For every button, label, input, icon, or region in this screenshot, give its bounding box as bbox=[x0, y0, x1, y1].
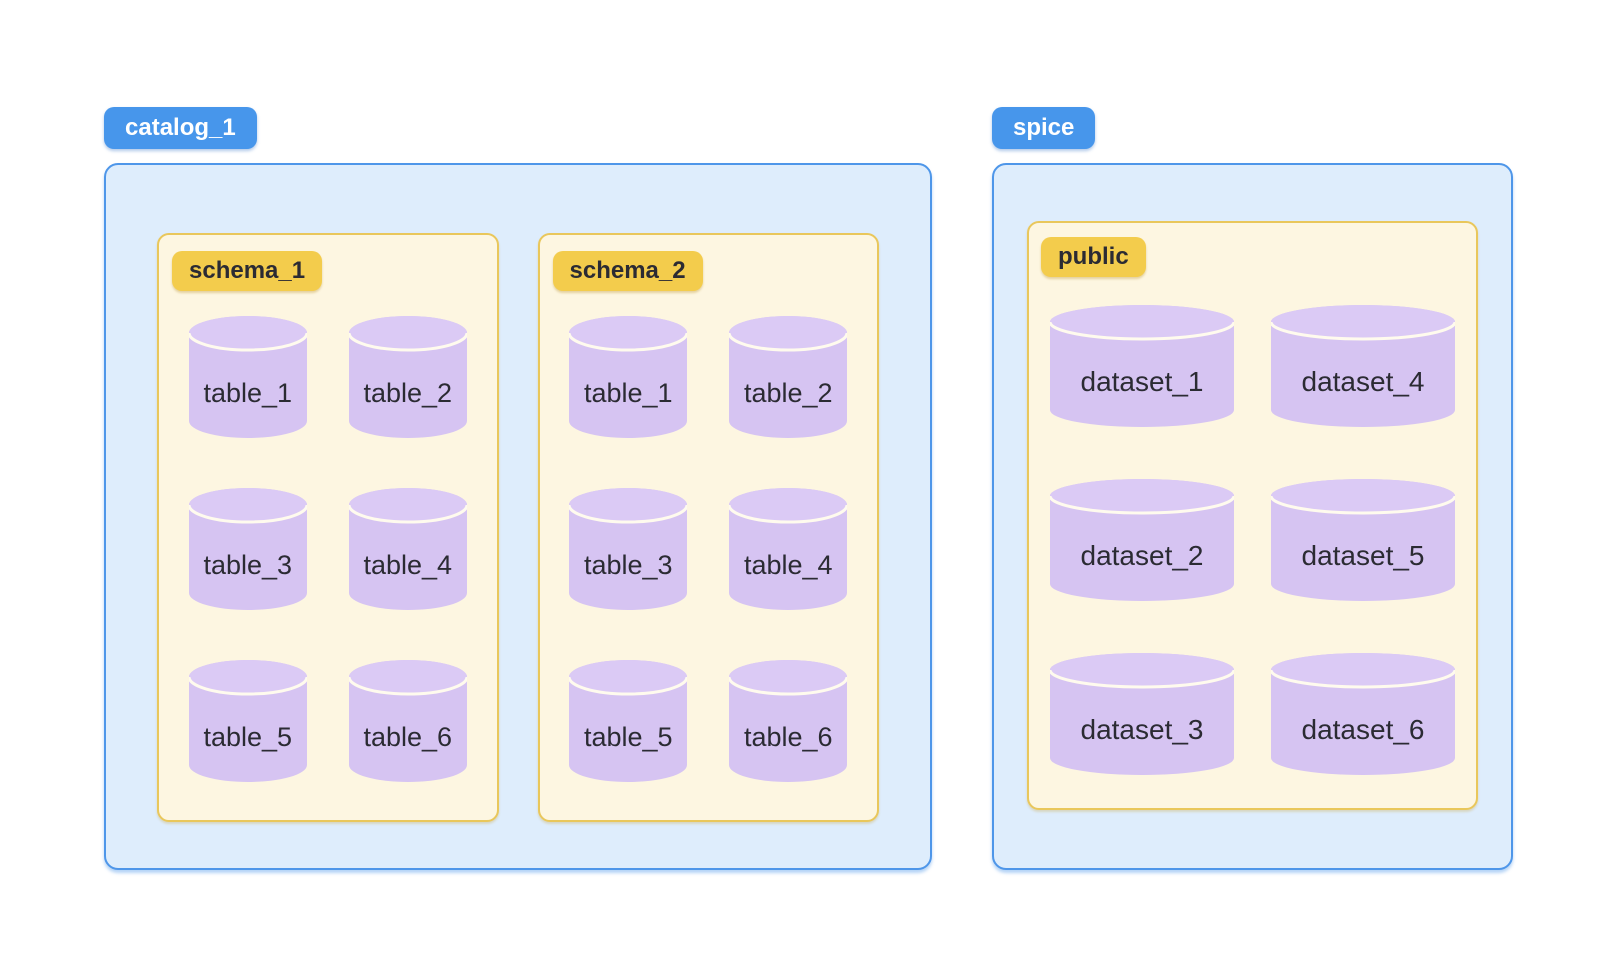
database-icon bbox=[1050, 305, 1234, 427]
dataset-cylinder: dataset_5 bbox=[1271, 479, 1455, 601]
table-label: table_4 bbox=[363, 549, 453, 580]
database-icon bbox=[729, 316, 848, 438]
database-icon bbox=[348, 316, 467, 438]
catalog-group: catalog_1 schema_1 table_1 bbox=[104, 107, 932, 870]
database-icon bbox=[1271, 479, 1455, 601]
table-label: table_2 bbox=[363, 377, 453, 408]
database-icon bbox=[729, 488, 848, 610]
table-cylinder: table_4 bbox=[729, 488, 848, 610]
table-label: table_2 bbox=[743, 377, 833, 408]
table-label: table_3 bbox=[583, 549, 673, 580]
table-cylinder: table_3 bbox=[569, 488, 688, 610]
table-label: table_5 bbox=[583, 721, 673, 752]
dataset-label: dataset_4 bbox=[1301, 366, 1425, 397]
table-cylinder: table_5 bbox=[188, 660, 307, 782]
catalog-badge: catalog_1 bbox=[104, 107, 257, 149]
table-cylinder: table_5 bbox=[569, 660, 688, 782]
public-box: public dataset_1 bbox=[1027, 221, 1478, 810]
spice-badge-row: spice bbox=[992, 107, 1513, 149]
database-icon bbox=[348, 488, 467, 610]
database-icon bbox=[1050, 653, 1234, 775]
dataset-label: dataset_3 bbox=[1080, 714, 1204, 745]
spice-badge: spice bbox=[992, 107, 1096, 149]
dataset-cylinder: dataset_3 bbox=[1050, 653, 1234, 775]
database-icon bbox=[348, 660, 467, 782]
dataset-label: dataset_1 bbox=[1080, 366, 1204, 397]
table-cylinder: table_2 bbox=[348, 316, 467, 438]
schema-1-box: schema_1 table_1 bbox=[157, 233, 499, 822]
dataset-label: dataset_6 bbox=[1301, 714, 1425, 745]
catalog-container: schema_1 table_1 bbox=[104, 163, 932, 870]
database-icon bbox=[729, 660, 848, 782]
schema-2-table-grid: table_1 table_2 bbox=[540, 316, 878, 782]
table-cylinder: table_6 bbox=[729, 660, 848, 782]
dataset-cylinder: dataset_4 bbox=[1271, 305, 1455, 427]
table-cylinder: table_1 bbox=[188, 316, 307, 438]
table-cylinder: table_3 bbox=[188, 488, 307, 610]
public-dataset-grid: dataset_1 dataset_4 bbox=[1029, 305, 1476, 775]
database-icon bbox=[1271, 305, 1455, 427]
database-icon bbox=[569, 488, 688, 610]
table-cylinder: table_6 bbox=[348, 660, 467, 782]
schema-1-badge: schema_1 bbox=[172, 251, 323, 291]
database-icon bbox=[188, 660, 307, 782]
dataset-label: dataset_5 bbox=[1301, 540, 1425, 571]
dataset-cylinder: dataset_2 bbox=[1050, 479, 1234, 601]
spice-container: public dataset_1 bbox=[992, 163, 1513, 870]
database-icon bbox=[569, 660, 688, 782]
schema-1-table-grid: table_1 table_2 bbox=[159, 316, 497, 782]
table-label: table_4 bbox=[743, 549, 833, 580]
dataset-cylinder: dataset_6 bbox=[1271, 653, 1455, 775]
table-cylinder: table_4 bbox=[348, 488, 467, 610]
catalog-badge-row: catalog_1 bbox=[104, 107, 932, 149]
schema-2-box: schema_2 table_1 bbox=[537, 233, 879, 822]
public-badge: public bbox=[1041, 237, 1146, 277]
table-label: table_3 bbox=[203, 549, 293, 580]
database-icon bbox=[188, 488, 307, 610]
table-label: table_6 bbox=[743, 721, 833, 752]
table-label: table_5 bbox=[203, 721, 293, 752]
table-cylinder: table_2 bbox=[729, 316, 848, 438]
table-label: table_1 bbox=[203, 377, 293, 408]
dataset-cylinder: dataset_1 bbox=[1050, 305, 1234, 427]
table-label: table_6 bbox=[363, 721, 453, 752]
database-icon bbox=[1271, 653, 1455, 775]
schema-2-badge: schema_2 bbox=[552, 251, 703, 291]
table-label: table_1 bbox=[583, 377, 673, 408]
database-icon bbox=[1050, 479, 1234, 601]
spice-group: spice public dataset_1 bbox=[992, 107, 1513, 870]
database-icon bbox=[569, 316, 688, 438]
dataset-label: dataset_2 bbox=[1080, 540, 1204, 571]
database-icon bbox=[188, 316, 307, 438]
table-cylinder: table_1 bbox=[569, 316, 688, 438]
